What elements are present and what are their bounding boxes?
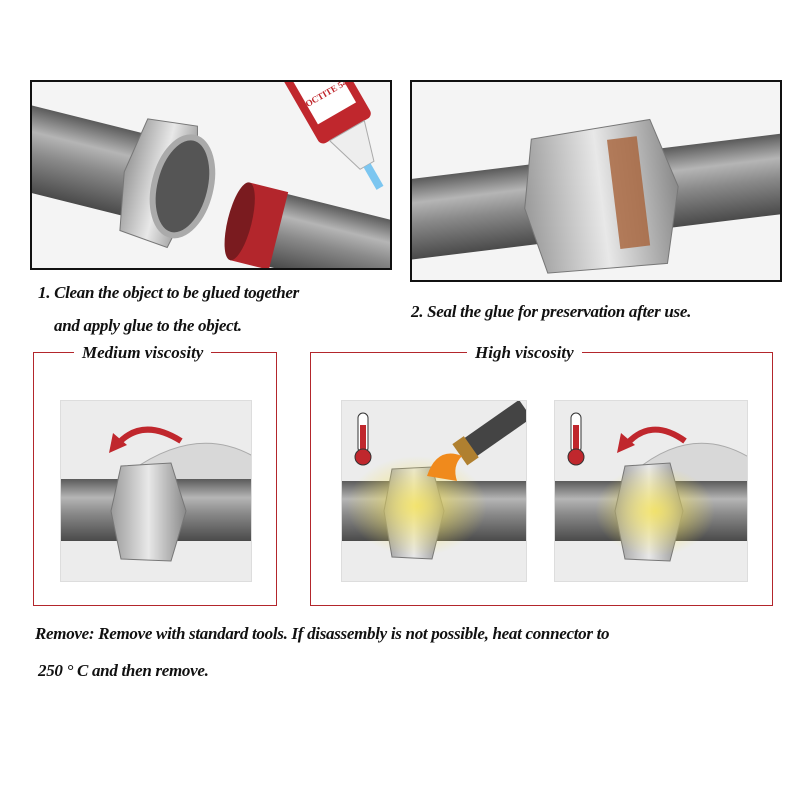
flame-icon bbox=[427, 453, 462, 481]
thermometer-icon bbox=[567, 412, 585, 466]
remove-instructions-line2: 250 ° C and then remove. bbox=[38, 661, 209, 680]
high-viscosity-title: High viscosity bbox=[467, 343, 582, 363]
pipe-left bbox=[32, 99, 164, 221]
rotate-arrow-icon bbox=[113, 426, 183, 449]
medium-viscosity-box: Medium viscosity bbox=[33, 343, 277, 606]
wrench-illustration bbox=[60, 400, 252, 582]
step1-caption-line1: 1. Clean the object to be glued together bbox=[38, 283, 299, 302]
thermometer-icon bbox=[354, 412, 372, 466]
step1-illustration: LOCTITE 542 bbox=[30, 80, 392, 270]
step1-caption-line2: and apply glue to the object. bbox=[54, 316, 242, 335]
high-viscosity-box: High viscosity bbox=[310, 343, 773, 606]
remove-instructions-line1: Remove: Remove with standard tools. If d… bbox=[35, 624, 610, 643]
rotate-arrow-icon bbox=[622, 426, 687, 449]
heated-wrench-illustration bbox=[554, 400, 748, 582]
pipe-right bbox=[250, 189, 390, 268]
sealed-thread bbox=[606, 136, 651, 250]
medium-viscosity-title: Medium viscosity bbox=[74, 343, 212, 363]
step2-illustration bbox=[410, 80, 782, 282]
heat-gun-icon bbox=[452, 401, 526, 466]
heating-illustration bbox=[341, 400, 527, 582]
step2-caption: 2. Seal the glue for preservation after … bbox=[411, 302, 692, 321]
nut bbox=[524, 118, 679, 274]
glue-bottle: LOCTITE 542 bbox=[283, 82, 384, 190]
